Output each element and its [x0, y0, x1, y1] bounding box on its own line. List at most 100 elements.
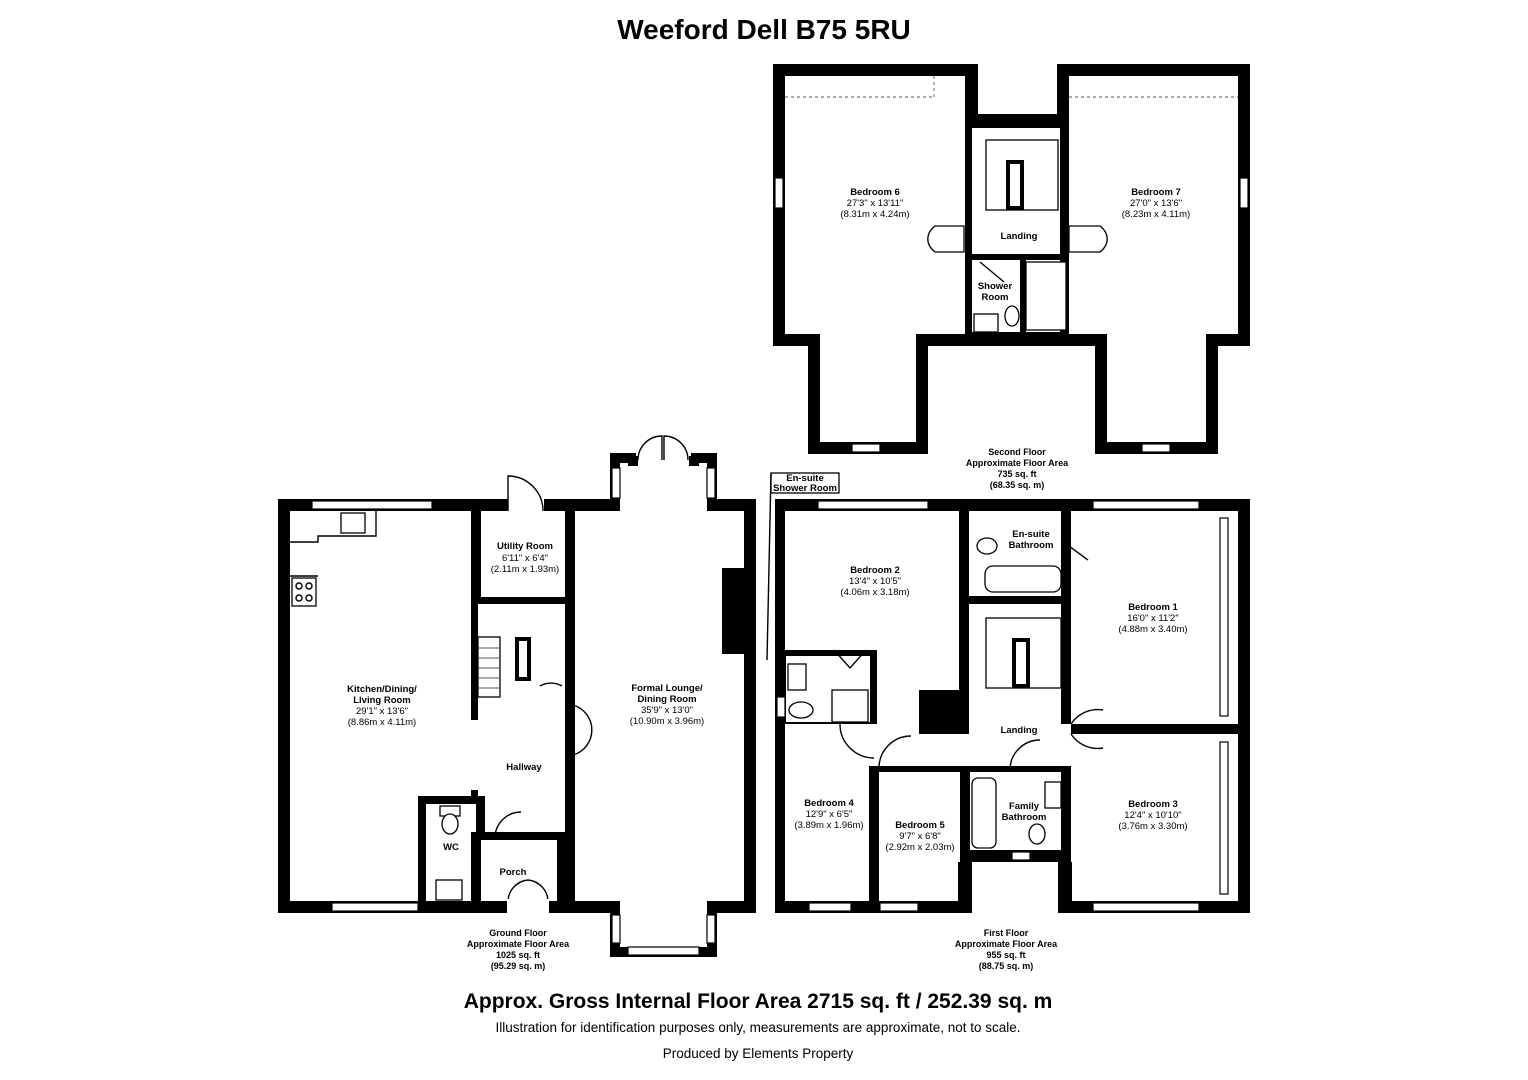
first-floor-plan — [766, 472, 1250, 914]
kitchen-sink-icon — [340, 512, 366, 534]
door-swing — [1060, 539, 1089, 561]
toilet-icon — [788, 701, 814, 719]
room-name: Bedroom 5 — [895, 820, 945, 831]
window — [851, 443, 881, 453]
kitchen-worktop — [290, 511, 377, 543]
front-door-opening — [507, 899, 549, 915]
room-dimensions: 27'3" x 13'11" — [847, 198, 904, 209]
room-name: Bedroom 2 — [850, 565, 900, 576]
stair-well — [519, 641, 527, 677]
floor-area-label: (88.75 sq. m) — [979, 961, 1034, 971]
stair-well — [1016, 642, 1026, 684]
floor-area-label: Approximate Floor Area — [966, 458, 1069, 468]
utility-door-opening — [508, 496, 544, 513]
room-dimensions: (4.06m x 3.18m) — [840, 587, 909, 598]
window — [774, 177, 784, 209]
bay-window — [611, 914, 621, 944]
room-name: Porch — [500, 867, 527, 878]
room-dimensions: 29'1" x 13'6" — [356, 706, 408, 717]
door-swing — [833, 649, 867, 670]
bay-window — [627, 946, 700, 956]
floor-area-label: (68.35 sq. m) — [990, 480, 1045, 490]
room-name: En-suite — [1012, 529, 1049, 540]
toilet-icon — [976, 537, 998, 555]
bedroom-6-floor — [820, 300, 916, 442]
bedroom-7-floor — [1069, 76, 1238, 334]
room-dimensions: (2.92m x 2.03m) — [885, 842, 954, 853]
floor-area-label: 1025 sq. ft — [496, 950, 540, 960]
window — [1219, 741, 1229, 895]
room-dimensions: 12'4" x 10'10" — [1124, 810, 1181, 821]
basin-icon — [1044, 781, 1062, 809]
producer-credit: Produced by Elements Property — [662, 1046, 854, 1061]
floor-area-label: 735 sq. ft — [997, 469, 1036, 479]
floor-area-label: Approximate Floor Area — [467, 939, 570, 949]
room-name: Bedroom 1 — [1128, 602, 1178, 613]
notch-walls — [958, 850, 1072, 913]
room-dimensions: (10.90m x 3.96m) — [630, 716, 704, 727]
room-name: Dining Room — [637, 694, 696, 705]
window — [1219, 517, 1229, 717]
floor-area-label: (95.29 sq. m) — [491, 961, 546, 971]
room-name: Formal Lounge/ — [631, 683, 703, 694]
room-name: Shower — [978, 281, 1013, 292]
room-name: Hallway — [506, 762, 542, 773]
hob-ring — [295, 582, 303, 590]
hob-ring — [305, 594, 313, 602]
toilet-icon — [441, 813, 459, 835]
room-name: Utility Room — [497, 541, 553, 552]
ground-floor-plan — [278, 435, 756, 957]
room-dimensions: 16'0" x 11'2" — [1127, 613, 1178, 624]
notch-exterior — [960, 862, 1070, 914]
bay-pier — [689, 456, 699, 466]
window — [1239, 177, 1249, 209]
bath-icon — [971, 777, 997, 849]
room-name: WC — [443, 842, 459, 853]
bay-pier — [628, 456, 638, 466]
hob-ring — [305, 582, 313, 590]
floor-area-label: Ground Floor — [489, 928, 547, 938]
window — [1141, 443, 1171, 453]
lounge-door — [572, 704, 593, 756]
floor-area-label: Second Floor — [988, 447, 1046, 457]
bath-icon — [984, 565, 1062, 593]
floor-area-label: First Floor — [984, 928, 1029, 938]
room-name: Bedroom 7 — [1131, 187, 1181, 198]
window — [808, 902, 852, 912]
room-dimensions: 27'0" x 13'6" — [1130, 198, 1182, 209]
door-swings — [927, 225, 1108, 253]
room-name: Living Room — [353, 695, 411, 706]
room-name: Kitchen/Dining/ — [347, 684, 417, 695]
shower-tray-icon — [1025, 261, 1067, 331]
room-name: Landing — [1001, 725, 1038, 736]
room-name: En-suite — [786, 473, 823, 484]
room-name: Bathroom — [1009, 540, 1054, 551]
label-leader — [766, 472, 772, 661]
window — [331, 902, 419, 912]
chimney-breast — [722, 568, 744, 654]
shower-tray-icon — [831, 689, 869, 723]
utility-floor — [481, 511, 571, 597]
window — [817, 500, 929, 510]
hob-ring — [295, 594, 303, 602]
room-dimensions: 12'9" x 6'5" — [806, 809, 853, 820]
room-name: Bedroom 6 — [850, 187, 900, 198]
basin-icon — [787, 663, 807, 691]
room-dimensions: (8.23m x 4.11m) — [1122, 209, 1190, 220]
floor-area-label: 955 sq. ft — [986, 950, 1025, 960]
basin-icon — [973, 313, 999, 333]
window — [879, 902, 919, 912]
room-dimensions: 6'11" x 6'4" — [502, 553, 548, 564]
door-swing — [1070, 708, 1104, 725]
door-swing — [979, 261, 1005, 283]
window — [776, 696, 786, 718]
room-name: Bedroom 4 — [804, 798, 854, 809]
room-dimensions: 9'7" x 6'8" — [899, 831, 941, 842]
bay-window — [611, 467, 621, 499]
floor-area-label: Approximate Floor Area — [955, 939, 1058, 949]
room-name: Landing — [1001, 231, 1038, 242]
lounge-floor — [575, 511, 744, 901]
kitchen-hall-opening — [465, 720, 485, 790]
front-bay-floor — [620, 897, 707, 947]
